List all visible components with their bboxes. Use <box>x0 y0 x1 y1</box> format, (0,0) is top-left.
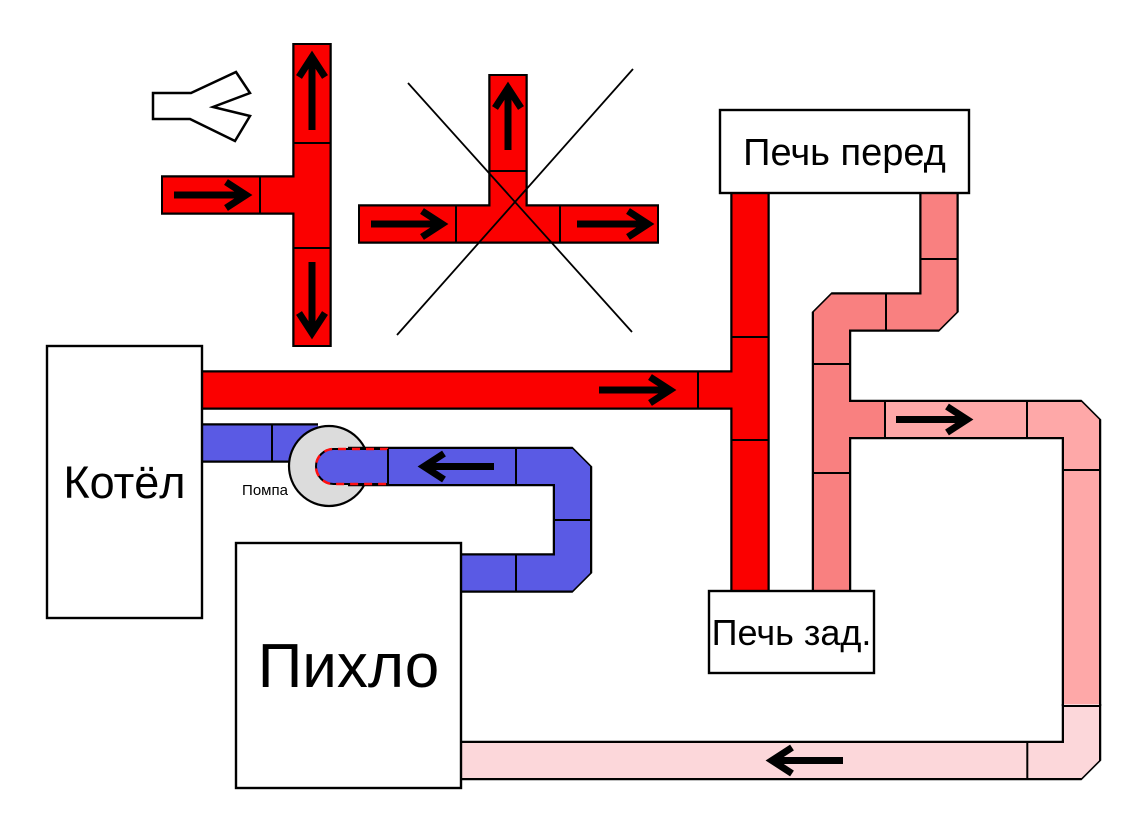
pump-label: Помпа <box>242 482 289 499</box>
flow-arrow-right <box>599 374 677 406</box>
flow-arrow-left <box>417 450 494 483</box>
demo-tee-junction <box>161 43 332 347</box>
boiler-supply-pipe <box>200 188 770 595</box>
furnace-rear-box: Печь зад. <box>707 589 876 675</box>
cross-out-line <box>396 68 634 336</box>
cross-out-line <box>407 82 633 333</box>
split-direction-icon <box>151 70 252 143</box>
furnace-rear-label: Печь зад. <box>712 612 872 653</box>
return-pipe-warm <box>885 402 1099 706</box>
boiler-label: Котёл <box>63 457 185 508</box>
boiler-return-pipe-cold: Помпа <box>200 423 593 593</box>
return-pipe-warm-outline <box>885 399 1102 706</box>
return-pipe-hot <box>814 190 957 595</box>
flow-arrow-up <box>296 50 328 130</box>
flow-arrow-down <box>296 262 328 340</box>
return-pipe-cool-fill <box>459 704 1099 778</box>
stove-box: Пихло <box>234 541 463 790</box>
pump-seal-dashes <box>314 447 388 486</box>
boiler-box: Котёл <box>45 344 204 620</box>
stove-label: Пихло <box>258 632 440 701</box>
furnace-return-pipe-hot <box>811 190 959 595</box>
furnace-front-box: Печь перед <box>718 108 971 195</box>
flow-arrow-up <box>492 81 524 150</box>
flow-arrow-right <box>371 208 449 240</box>
forbidden-tee-junction <box>358 68 659 336</box>
return-pipe-cool <box>459 704 1102 781</box>
flow-arrow-right <box>896 403 974 436</box>
flow-arrow-right <box>577 208 655 240</box>
flow-arrow-left <box>765 744 843 777</box>
furnace-front-label: Печь перед <box>743 132 946 174</box>
flow-arrow-right <box>174 179 253 211</box>
furnace-return-pipe-warm <box>884 399 1102 706</box>
